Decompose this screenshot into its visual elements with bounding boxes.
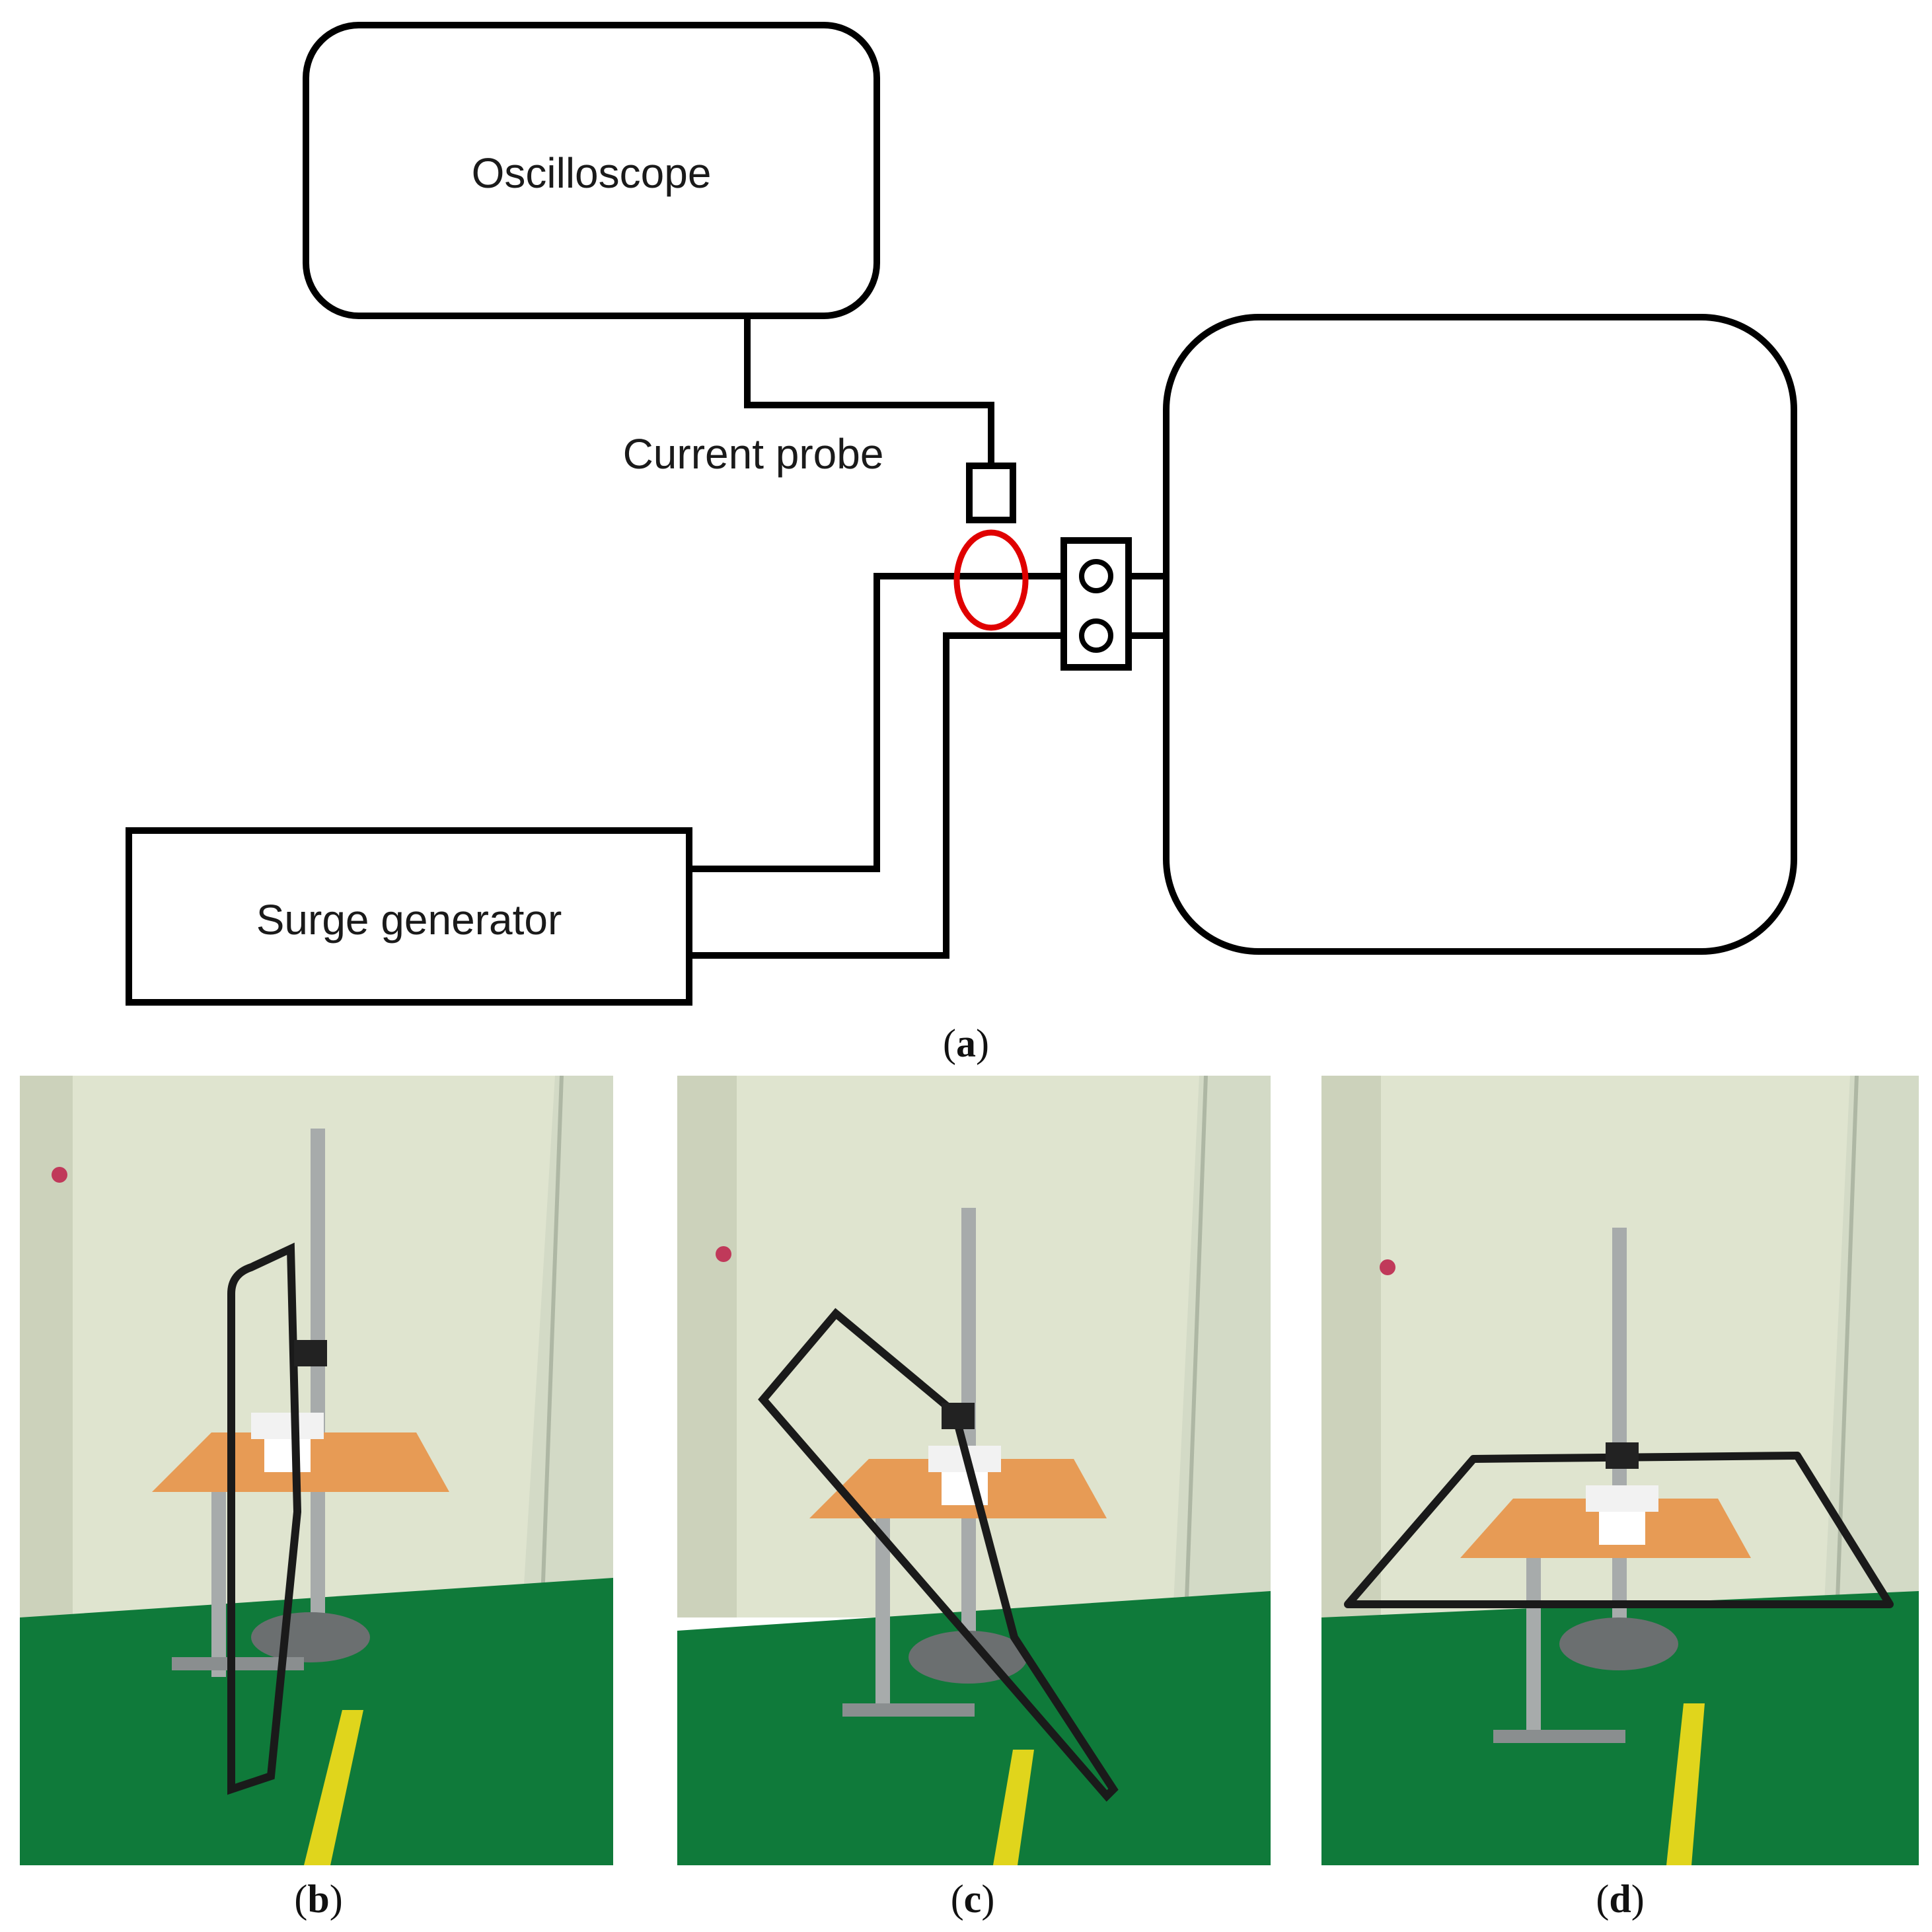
terminal-lower [1079,618,1113,653]
wire-lower [689,632,1064,959]
loop-antenna [1163,314,1797,955]
setup-schematic: Oscilloscope Current probe Surge generat… [126,22,1797,1006]
terminal-block [1060,537,1132,671]
surge-generator-label: Surge generator [256,896,562,944]
schematic-drawing [126,22,1797,1006]
probe-cable [744,316,994,466]
probe-clamp [953,529,1029,631]
terminal-upper [1079,559,1113,593]
wire-upper [689,573,1064,872]
photo-loop-horizontal [1321,1076,1919,1865]
oscilloscope-label: Oscilloscope [471,149,712,197]
surge-generator-box [126,827,692,1006]
photo-loop-tilted [677,1076,1271,1865]
probe-head [966,463,1016,523]
caption-d: (d) [1596,1877,1645,1921]
caption-a: (a) [943,1022,989,1065]
oscilloscope-box [303,22,880,319]
caption-c: (c) [950,1877,995,1921]
current-probe-label: Current probe [622,430,884,478]
photo-loop-vertical [20,1076,613,1865]
caption-b: (b) [294,1877,343,1921]
